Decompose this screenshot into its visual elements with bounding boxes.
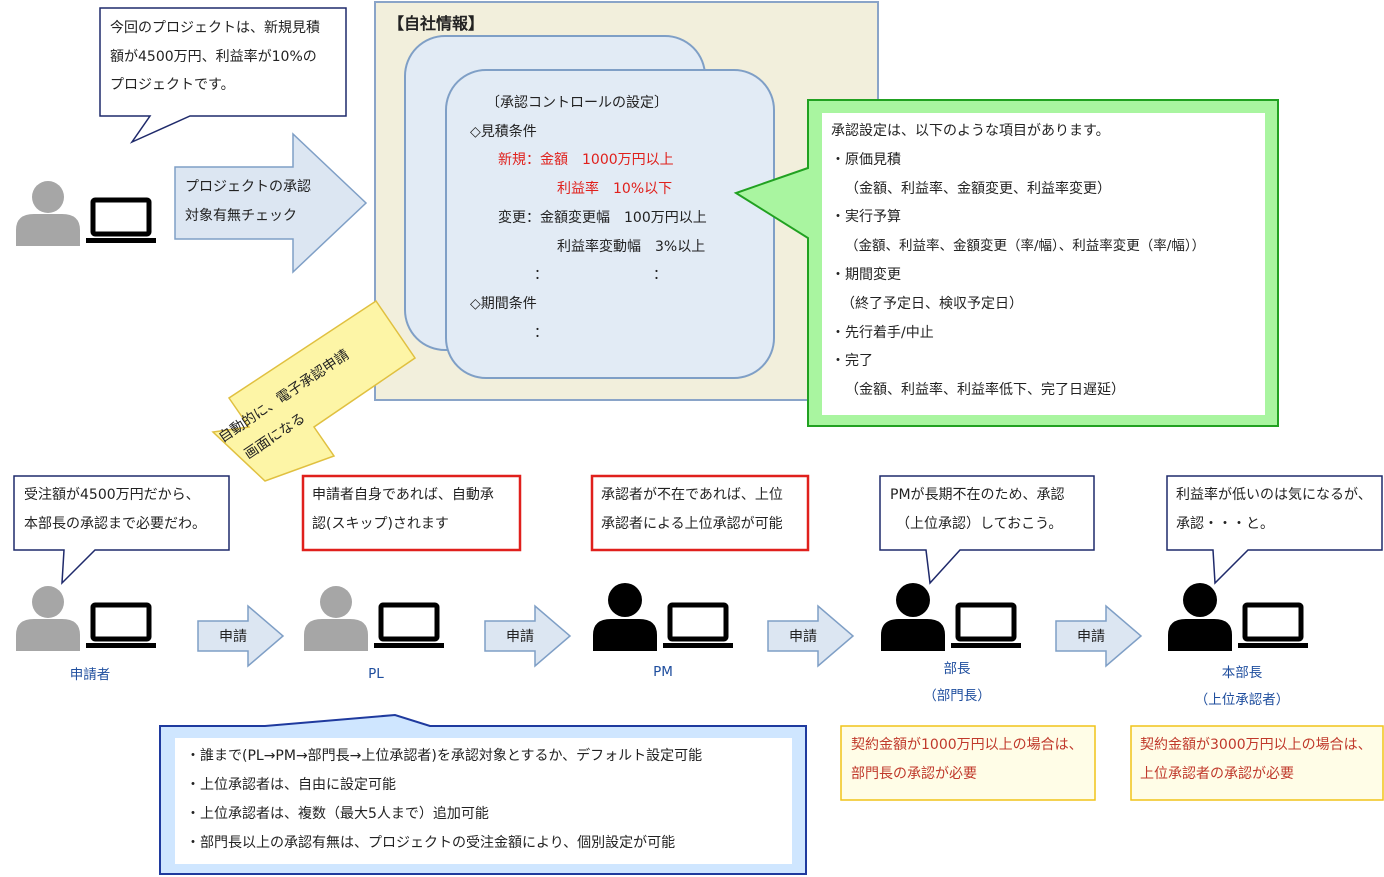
note-item: ・部門長以上の承認有無は、プロジェクトの受注金額により、個別設定が可能 — [186, 835, 676, 851]
top-callout-line: 額が4500万円、利益率が10%の — [110, 48, 317, 65]
new-condition-amount: 新規：金額 1000万円以上 — [498, 152, 674, 169]
apply-arrow-1 — [197, 604, 285, 668]
apply-arrow-2 — [484, 604, 572, 668]
dept-speech-box — [879, 475, 1095, 585]
apply-label-3: 申請 — [789, 629, 817, 645]
top-applicant-person-icon — [16, 181, 80, 246]
pl-person-icon — [304, 586, 368, 651]
applicant-label: 申請者 — [69, 667, 111, 683]
pm-label: PM — [653, 664, 673, 680]
applicant-speech-box — [13, 475, 230, 585]
approval-settings-text: 〔承認コントロールの設定〕 ◇見積条件 新規：金額 1000万円以上 利益率 1… — [470, 89, 768, 347]
applicant-person-icon — [16, 586, 80, 651]
speech-line: 申請者自身であれば、自動承 — [312, 487, 494, 503]
hq-speech-text: 利益率が低いのは気になるが、 承認・・・と。 — [1176, 481, 1381, 538]
settings-item: ・先行着手/中止 — [831, 324, 934, 341]
dept-label-role: （部門長） — [923, 688, 991, 704]
settings-title: 〔承認コントロールの設定〕 — [486, 95, 668, 111]
top-callout-line: プロジェクトです。 — [110, 77, 235, 93]
settings-item: （金額、利益率、利益率低下、完了日遅延） — [845, 382, 1125, 399]
hq-label: 本部長 （上位承認者） — [1172, 660, 1312, 714]
period-ellipsis: ： — [534, 324, 548, 341]
hq-person-icon — [1168, 583, 1232, 651]
condition-line: 契約金額が3000万円以上の場合は、 — [1140, 737, 1372, 753]
pm-person-icon — [593, 583, 657, 651]
note-item: ・上位承認者は、自由に設定可能 — [186, 777, 396, 793]
notes-text: ・誰まで(PL→PM→部門長→上位承認者)を承認対象とするか、デフォルト設定可能… — [186, 742, 786, 858]
pl-note-box — [301, 474, 522, 552]
speech-line: 承認者が不在であれば、上位 — [601, 487, 783, 503]
settings-item: （終了予定日、検収予定日） — [841, 295, 1023, 312]
hq-speech-box — [1166, 475, 1383, 585]
apply-arrow-4 — [1055, 604, 1143, 668]
hq-label-name: 本部長 — [1221, 665, 1263, 681]
pl-note-text: 申請者自身であれば、自動承 認(スキップ)されます — [312, 481, 517, 538]
settings-item: ・完了 — [831, 353, 873, 370]
company-info-title: 【自社情報】 — [388, 14, 485, 33]
dept-condition-box — [840, 725, 1096, 801]
apply-arrow-3 — [767, 604, 855, 668]
speech-line: （上位承認）しておこう。 — [896, 515, 1063, 532]
hq-laptop-icon — [1238, 605, 1308, 648]
applicant-speech-text: 受注額が4500万円だから、 本部長の承認まで必要だわ。 — [24, 481, 229, 538]
check-arrow — [174, 132, 368, 274]
note-item: ・誰まで(PL→PM→部門長→上位承認者)を承認対象とするか、デフォルト設定可能 — [186, 748, 703, 764]
dept-label: 部長 （部門長） — [895, 656, 1019, 710]
speech-line: 承認者による上位承認が可能 — [601, 515, 783, 532]
settings-item: ・実行予算 — [831, 209, 901, 226]
top-callout-text: 今回のプロジェクトは、新規見積 額が4500万円、利益率が10%の プロジェクト… — [110, 14, 342, 100]
settings-item: （金額、利益率、金額変更（率/幅）、利益率変更（率/幅）） — [845, 238, 1206, 255]
speech-line: 本部長の承認まで必要だわ。 — [24, 515, 206, 532]
estimate-ellipsis: ： ： — [534, 267, 667, 284]
dept-laptop-icon — [951, 605, 1021, 648]
note-item: ・上位承認者は、複数（最大5人まで）追加可能 — [186, 806, 489, 822]
pm-laptop-icon — [663, 605, 733, 648]
check-arrow-text: プロジェクトの承認 対象有無チェック — [185, 173, 335, 230]
apply-label-1: 申請 — [219, 629, 247, 645]
settings-card-front — [445, 69, 775, 379]
estimate-heading: ◇見積条件 — [470, 123, 537, 140]
pl-label: PL — [368, 666, 384, 682]
pl-laptop-icon — [374, 605, 444, 648]
condition-line: 上位承認者の承認が必要 — [1140, 766, 1294, 782]
auto-arrow — [211, 299, 417, 482]
hq-condition-text: 契約金額が3000万円以上の場合は、 上位承認者の承認が必要 — [1140, 731, 1380, 789]
speech-line: PMが長期不在のため、承認 — [890, 487, 1065, 503]
pm-note-text: 承認者が不在であれば、上位 承認者による上位承認が可能 — [601, 481, 806, 538]
top-laptop-icon — [86, 200, 156, 243]
speech-line: 利益率が低いのは気になるが、 — [1176, 487, 1372, 503]
change-condition-rate: 利益率変動幅 3%以上 — [557, 238, 706, 255]
condition-line: 部門長の承認が必要 — [851, 766, 977, 782]
dept-person-icon — [881, 583, 945, 651]
apply-label-2: 申請 — [506, 629, 534, 645]
applicant-laptop-icon — [86, 605, 156, 648]
settings-item: 承認設定は、以下のような項目があります。 — [831, 123, 1110, 139]
speech-line: 承認・・・と。 — [1176, 515, 1274, 532]
dept-condition-text: 契約金額が1000万円以上の場合は、 部門長の承認が必要 — [851, 731, 1091, 789]
period-heading: ◇期間条件 — [470, 295, 537, 312]
apply-label-4: 申請 — [1077, 629, 1105, 645]
settings-item: ・原価見積 — [831, 151, 901, 168]
settings-callout-text: 承認設定は、以下のような項目があります。 ・原価見積 （金額、利益率、金額変更、… — [831, 117, 1261, 405]
hq-condition-box — [1130, 725, 1384, 801]
top-callout-line: 今回のプロジェクトは、新規見積 — [110, 20, 320, 36]
condition-line: 契約金額が1000万円以上の場合は、 — [851, 737, 1083, 753]
settings-item: （金額、利益率、金額変更、利益率変更） — [845, 180, 1111, 197]
pm-note-box — [590, 474, 810, 552]
dept-label-name: 部長 — [943, 661, 971, 677]
top-callout-box — [99, 7, 347, 144]
change-condition-amount: 変更：金額変更幅 100万円以上 — [498, 209, 707, 226]
check-arrow-line: 対象有無チェック — [185, 207, 297, 224]
new-condition-rate: 利益率 10%以下 — [557, 181, 673, 198]
check-arrow-line: プロジェクトの承認 — [185, 179, 311, 195]
hq-label-role: （上位承認者） — [1194, 692, 1290, 708]
speech-line: 受注額が4500万円だから、 — [24, 487, 200, 503]
settings-item: ・期間変更 — [831, 266, 901, 283]
speech-line: 認(スキップ)されます — [312, 515, 449, 532]
dept-speech-text: PMが長期不在のため、承認 （上位承認）しておこう。 — [890, 481, 1095, 538]
